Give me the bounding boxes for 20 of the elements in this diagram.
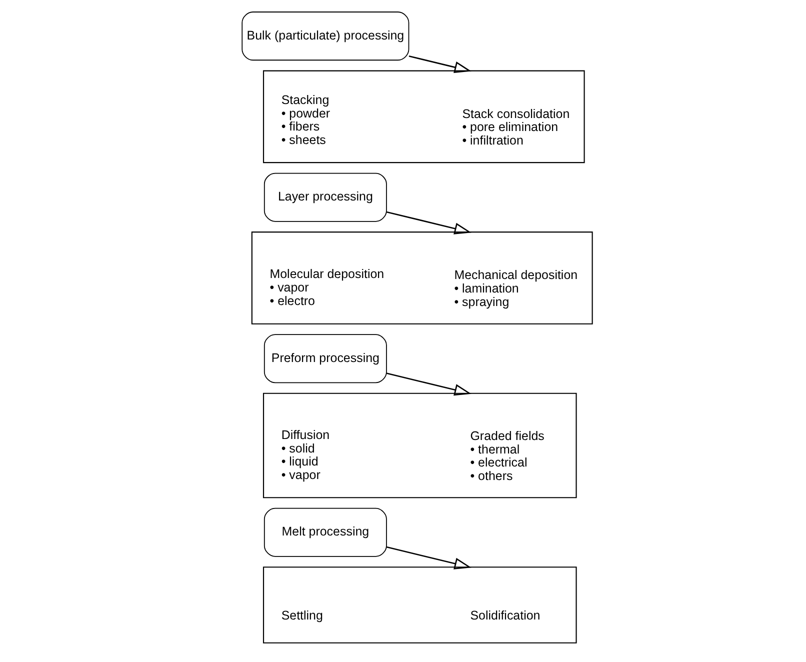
cluster: [262, 566, 576, 644]
arrow: [408, 55, 471, 74]
node-text: Stacking • powder • fibers • sheets: [280, 92, 330, 148]
node-text: Graded fields • thermal • electrical • others: [470, 428, 544, 483]
cluster: [250, 232, 592, 324]
node-text: Stack consolidation • pore elimination • infiltration: [462, 106, 570, 148]
arrow: [386, 211, 471, 234]
cluster: [262, 70, 584, 164]
node-box: Melt processing: [263, 508, 386, 557]
node-text: Molecular deposition • vapor • electro: [269, 267, 384, 308]
cluster: [262, 392, 576, 498]
node-box: Preform processing: [263, 334, 386, 384]
node-box: Layer processing: [263, 172, 386, 222]
arrow: [386, 546, 471, 570]
node-text: Mechanical deposition • lamination • spraying: [454, 268, 578, 309]
arrow: [386, 372, 471, 396]
node-text: Settling: [280, 608, 322, 622]
node-text: Diffusion • solid • liquid • vapor: [280, 428, 330, 482]
node-text: Solidification: [470, 608, 540, 622]
node-box: Bulk (particulate) processing: [241, 12, 409, 61]
